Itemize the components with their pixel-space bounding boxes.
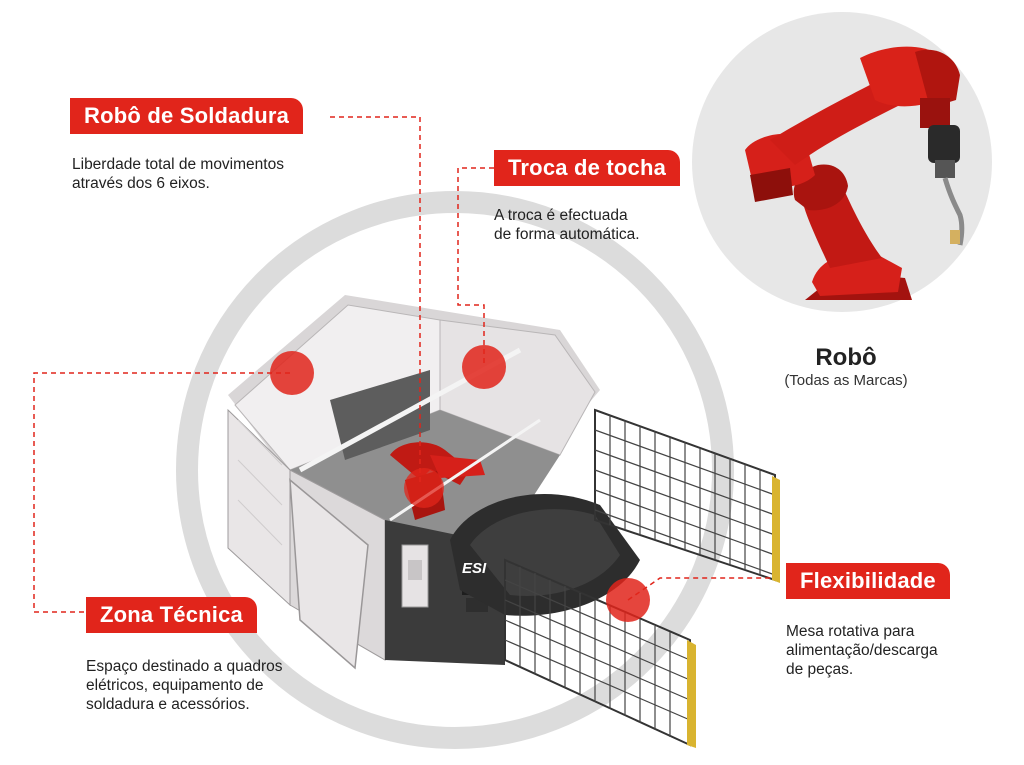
callout-title-technical-zone: Zona Técnica (86, 597, 257, 633)
callout-title-flexibility: Flexibilidade (786, 563, 950, 599)
robot-title: Robô (815, 344, 877, 371)
robot-arm-illustration (745, 46, 965, 300)
hotspot-torch-change[interactable] (462, 345, 506, 389)
hotspot-technical-zone[interactable] (270, 351, 314, 395)
callout-desc-technical-zone: Espaço destinado a quadros elétricos, eq… (86, 658, 283, 713)
background-ring (176, 191, 734, 749)
hotspot-welding-robot[interactable] (404, 468, 444, 508)
robot-subtitle: (Todas as Marcas) (784, 372, 908, 389)
callout-desc-flexibility: Mesa rotativa para alimentação/descarga … (786, 623, 938, 678)
welding-cell (227, 295, 780, 748)
callout-desc-welding-robot: Liberdade total de movimentos através do… (72, 156, 284, 192)
callout-title-welding-robot: Robô de Soldadura (70, 98, 304, 134)
callout-desc-torch-change: A troca é efectuada de forma automática. (494, 207, 640, 243)
leader-lines (33, 116, 770, 613)
callout-title-torch-change: Troca de tocha (494, 150, 681, 186)
esi-logo: ESI (462, 560, 487, 577)
